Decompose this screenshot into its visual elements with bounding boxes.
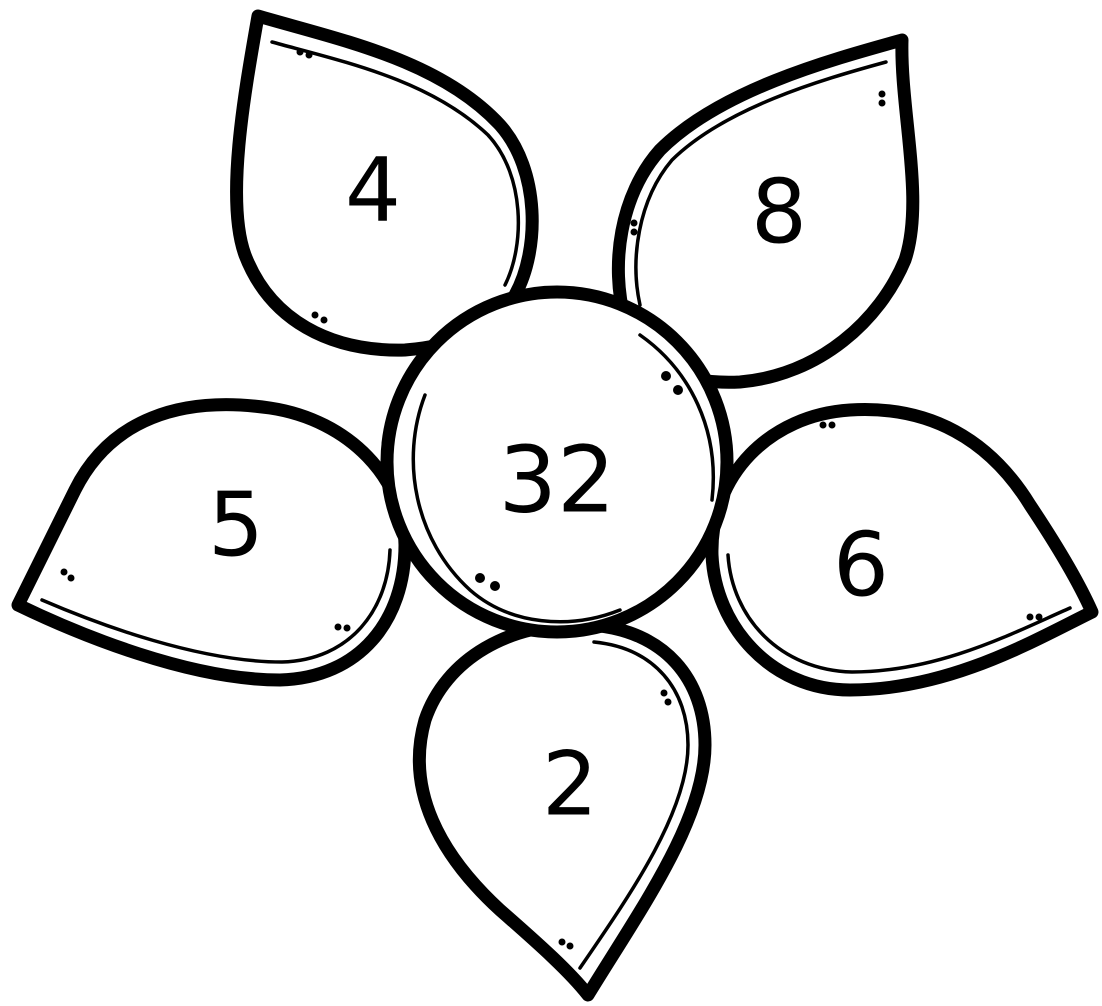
petal-number-top-right: 8: [751, 161, 807, 264]
petal-number-top-left: 4: [345, 139, 401, 242]
center-number: 32: [498, 427, 615, 534]
petal-number-right: 6: [833, 514, 889, 617]
petal-number-bottom: 2: [542, 733, 598, 836]
petal-right: [712, 410, 1092, 690]
petal-number-left: 5: [208, 474, 264, 577]
